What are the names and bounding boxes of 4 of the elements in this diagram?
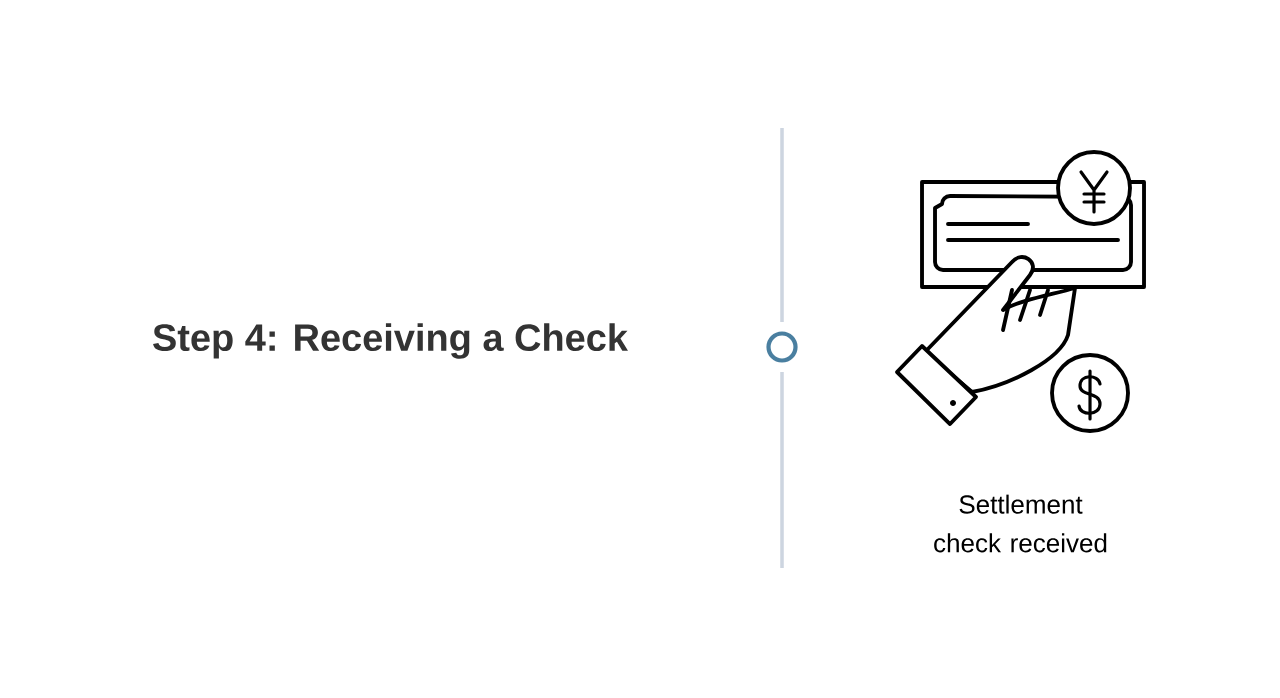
node-label: Settlement check received bbox=[934, 494, 1107, 553]
timeline-dot bbox=[766, 331, 798, 363]
check-hand-drawing bbox=[895, 150, 1146, 433]
step-heading: Step 4: Receiving a Check bbox=[153, 323, 628, 359]
